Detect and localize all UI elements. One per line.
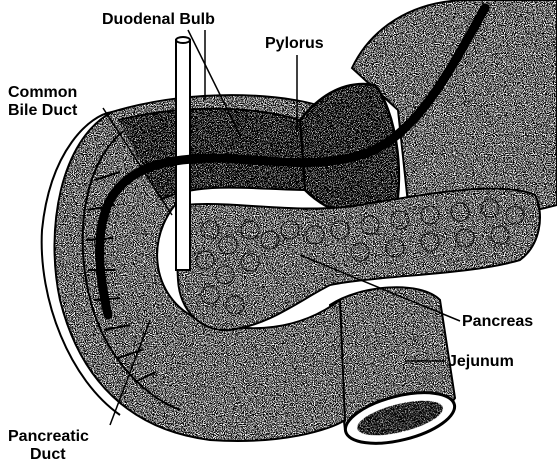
duodenal-bulb-label: Duodenal Bulb — [102, 11, 215, 28]
pancreatic-duct-label-line1: Pancreatic — [8, 428, 89, 445]
common-bile-duct-label-line2: Bile Duct — [8, 102, 77, 119]
jejunum-label: Jejunum — [448, 353, 514, 370]
common-bile-duct-label-line1: Common — [8, 84, 77, 101]
common-bile-duct-shape — [176, 37, 190, 270]
pancreatic-duct-label-line2: Duct — [30, 446, 66, 463]
pylorus-label: Pylorus — [265, 35, 324, 52]
pancreas-label: Pancreas — [462, 313, 533, 330]
